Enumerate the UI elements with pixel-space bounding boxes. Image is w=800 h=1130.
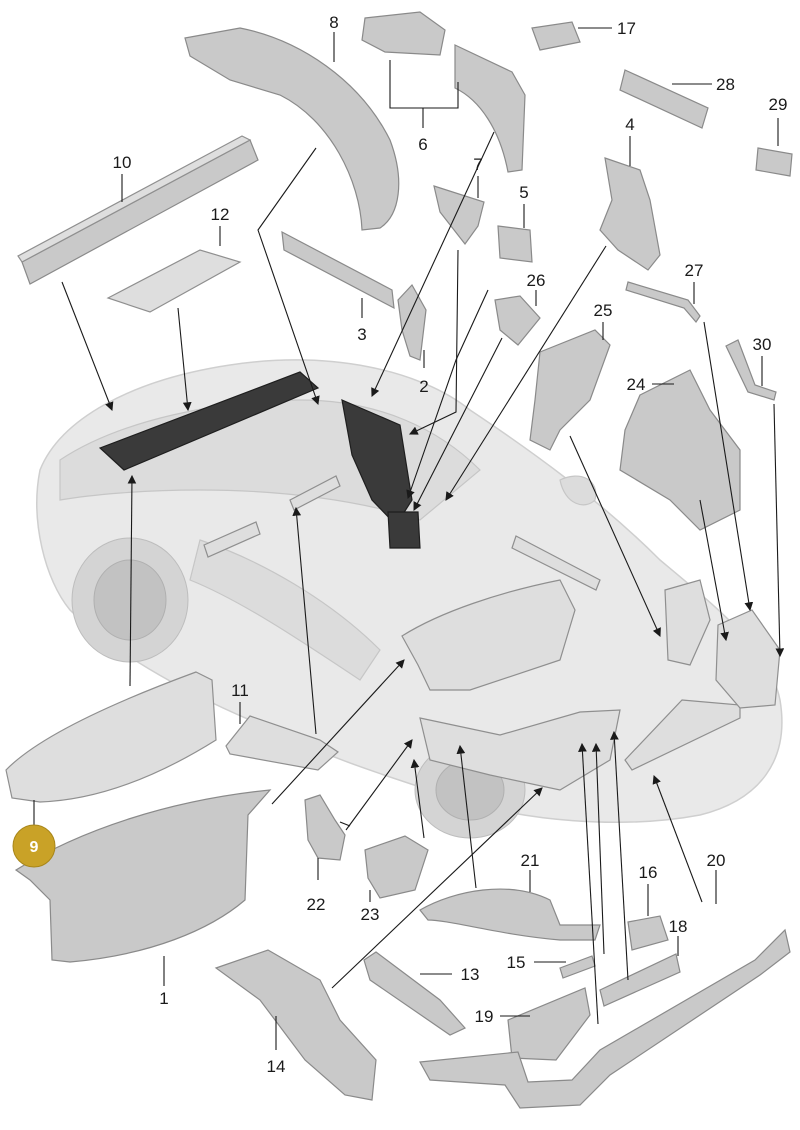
part-6-pad-a: [361, 11, 446, 56]
part-4-bracket: [599, 157, 661, 271]
callout-20: 20: [707, 851, 726, 870]
callout-6: 6: [418, 135, 427, 154]
part-25-panel: [529, 329, 611, 451]
callout-14: 14: [267, 1057, 286, 1076]
part-24-housing: [619, 369, 741, 531]
car-rear-panel: [401, 579, 576, 691]
part-21-liner: [419, 888, 601, 941]
callout-5: 5: [519, 183, 528, 202]
callout-1: 1: [159, 989, 168, 1008]
part-6-pad-b: [454, 44, 526, 173]
part-17-block: [531, 21, 581, 51]
callout-25: 25: [594, 301, 613, 320]
foam-rear-shelf: [98, 371, 320, 471]
callout-15: 15: [507, 953, 526, 972]
highlight-badge-9[interactable]: 9: [12, 824, 56, 868]
callout-29: 29: [769, 95, 788, 114]
part-7-wedge: [433, 185, 485, 245]
callout-24: 24: [627, 375, 646, 394]
part-2-bracket: [397, 283, 427, 361]
callout-19: 19: [475, 1007, 494, 1026]
callout-13: 13: [461, 965, 480, 984]
callout-27: 27: [685, 261, 704, 280]
car-strip-2: [203, 521, 261, 558]
part-15-strip: [559, 955, 596, 979]
part-14-bracket: [214, 949, 377, 1101]
part-27-rod: [625, 281, 701, 323]
callout-22: 22: [307, 895, 326, 914]
part-28-block: [619, 69, 709, 129]
callout-10: 10: [113, 153, 132, 172]
part-12-mat: [106, 249, 242, 313]
part-20-long-rail: [419, 928, 791, 1109]
part-8-arch-liner: [184, 27, 400, 231]
part-23-bracket: [364, 835, 429, 899]
callout-16: 16: [639, 863, 658, 882]
part-29-block: [755, 147, 793, 177]
part-16-block: [627, 915, 669, 951]
foam-block: [387, 511, 421, 549]
part-10-beam: [17, 135, 259, 285]
callout-7: 7: [473, 155, 482, 174]
part-9-shell: [5, 671, 217, 803]
car-strip-1: [289, 475, 341, 511]
callout-18: 18: [669, 917, 688, 936]
part-1-bulkhead: [14, 789, 272, 963]
callout-4: 4: [625, 115, 634, 134]
part-30-rod: [725, 339, 777, 401]
part-19-block: [507, 987, 591, 1061]
car-front-cross: [624, 699, 741, 771]
car-front-sill: [419, 709, 621, 791]
car-strip-3: [511, 535, 601, 591]
part-5-block: [497, 225, 533, 263]
part-22-bracket: [304, 794, 346, 861]
callout-26: 26: [527, 271, 546, 290]
callout-2: 2: [419, 377, 428, 396]
callout-30: 30: [753, 335, 772, 354]
highlight-badge-label: 9: [30, 839, 39, 856]
callout-17: 17: [617, 19, 636, 38]
callout-8: 8: [329, 13, 338, 32]
callout-21: 21: [521, 851, 540, 870]
leader-lines: [33, 27, 785, 1050]
car-front-bracket: [664, 579, 711, 666]
callout-labels: 8 6 17 28 29 4 10 12 7 5 26 27 3 2 25 30…: [113, 13, 788, 1076]
part-11-mat: [225, 715, 339, 771]
callout-3: 3: [357, 325, 366, 344]
part-18-strip: [599, 953, 681, 1007]
callout-23: 23: [361, 905, 380, 924]
callout-12: 12: [211, 205, 230, 224]
part-26-piece: [494, 295, 541, 346]
callout-28: 28: [716, 75, 735, 94]
callout-11: 11: [231, 681, 249, 700]
part-13-rail: [363, 951, 466, 1036]
part-3-strip: [281, 230, 395, 310]
